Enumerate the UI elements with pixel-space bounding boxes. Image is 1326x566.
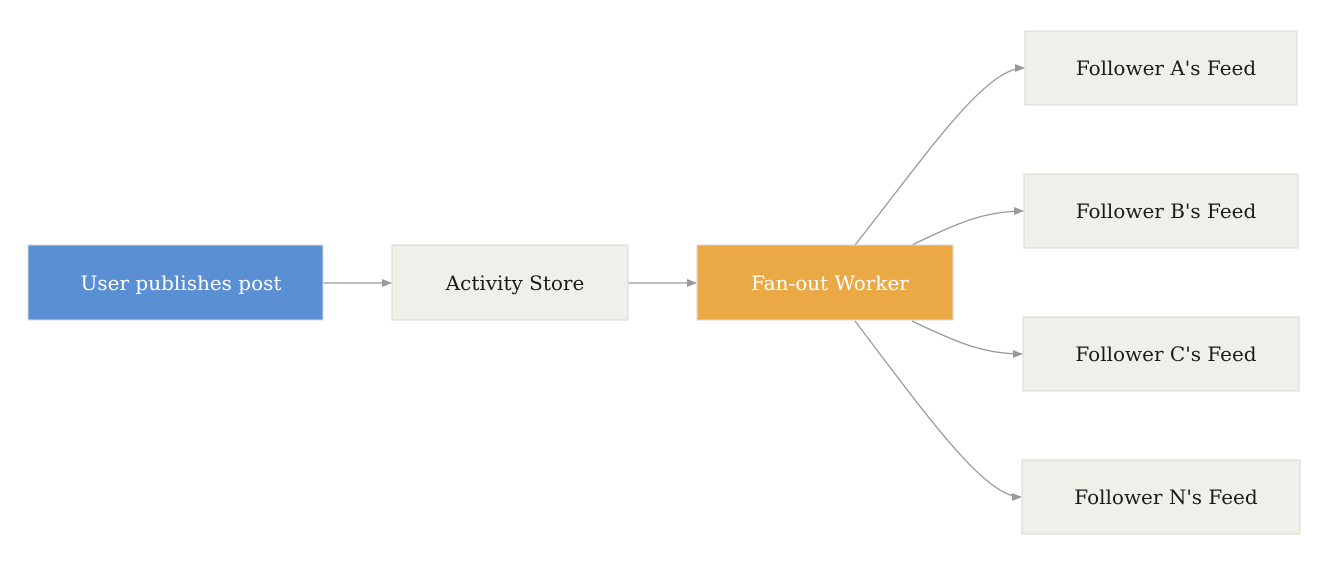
node-fan-out-worker-label: Fan-out Worker [751,271,909,295]
node-user-publishes-post-box [27,244,324,321]
edges [323,64,1025,501]
nodes: User publishes post Activity Store Fan-o… [27,30,1301,535]
node-user-publishes-post: User publishes post [27,244,324,321]
node-follower-b-feed: Follower B's Feed [1023,173,1299,249]
node-follower-c-feed: Follower C's Feed [1022,316,1300,392]
edge-fan-out-to-follower-c [911,320,1023,358]
node-follower-b-feed-label: Follower B's Feed [1076,199,1257,223]
node-follower-c-feed-label: Follower C's Feed [1075,342,1256,366]
node-follower-a-feed-label: Follower A's Feed [1076,56,1257,80]
node-follower-n-feed-box [1021,459,1301,535]
node-follower-n-feed-label: Follower N's Feed [1074,485,1258,509]
edge-fan-out-to-follower-n [854,320,1022,501]
node-follower-a-feed: Follower A's Feed [1024,30,1298,106]
edge-fan-out-to-follower-b [911,207,1024,246]
node-follower-n-feed: Follower N's Feed [1021,459,1301,535]
node-fan-out-worker: Fan-out Worker [696,244,954,321]
node-follower-a-feed-box [1024,30,1298,106]
node-follower-b-feed-box [1023,173,1299,249]
node-user-publishes-post-label: User publishes post [81,271,282,295]
node-follower-c-feed-box [1022,316,1300,392]
node-activity-store: Activity Store [391,244,629,321]
edge-fan-out-to-follower-a [854,64,1025,246]
node-activity-store-box [391,244,629,321]
node-activity-store-label: Activity Store [445,271,585,295]
node-fan-out-worker-box [696,244,954,321]
